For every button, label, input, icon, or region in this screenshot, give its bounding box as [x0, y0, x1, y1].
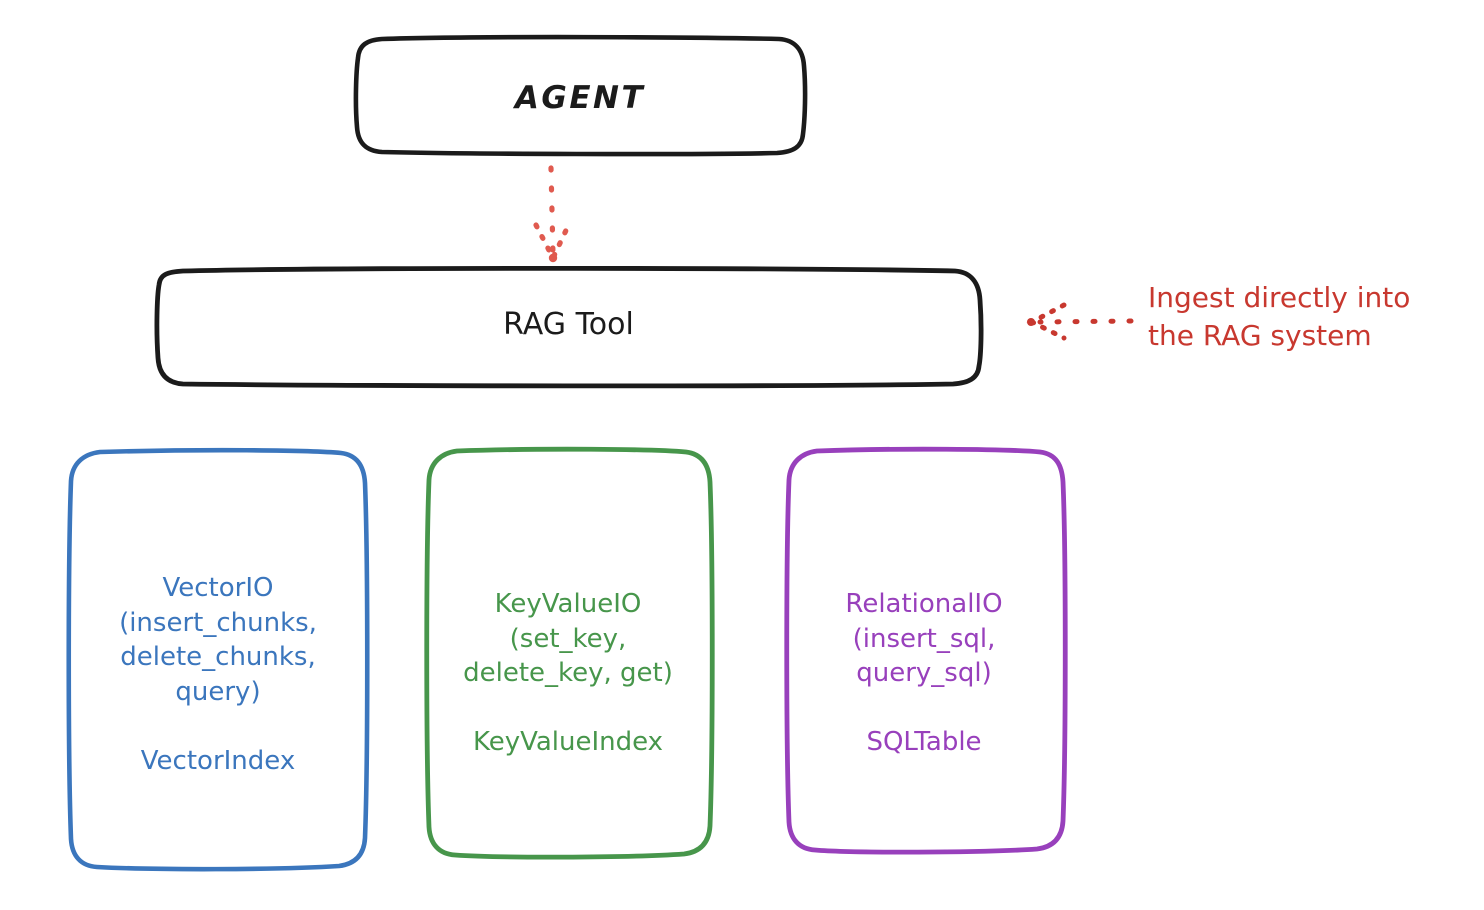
relational-io-label-group: RelationalIO (insert_sql, query_sql) SQL…	[784, 552, 1064, 795]
connector-line	[548, 165, 556, 258]
relational-io-node[interactable]	[784, 446, 1068, 855]
key-value-io-label-group: KeyValueIO (set_key, delete_key, get) Ke…	[424, 552, 712, 795]
vector-io-label: VectorIO (insert_chunks, delete_chunks, …	[119, 572, 317, 708]
agent-to-rag-tool-connector	[533, 165, 572, 264]
agent-node[interactable]	[353, 34, 808, 157]
ingest-annotation-label: Ingest directly into the RAG system	[1148, 281, 1411, 353]
key-value-io-node[interactable]	[424, 446, 715, 860]
relational-io-box-outline	[784, 446, 1068, 855]
vector-io-box-outline	[66, 447, 370, 872]
vector-io-label-group: VectorIO (insert_chunks, delete_chunks, …	[70, 536, 366, 814]
rag-tool-box-outline	[154, 265, 984, 389]
vector-io-node[interactable]	[66, 447, 370, 872]
vector-io-sublabel: VectorIndex	[140, 746, 296, 777]
ingest-annotation-connector	[1026, 302, 1134, 341]
key-value-io-sublabel: KeyValueIndex	[472, 727, 664, 758]
agent-box-outline	[353, 34, 808, 157]
key-value-io-box-outline	[424, 446, 715, 860]
relational-io-sublabel: SQLTable	[866, 727, 982, 758]
connector-arrow-tip	[548, 253, 558, 263]
annotation-arrow-tip	[1027, 318, 1035, 326]
rag-tool-node[interactable]	[154, 265, 984, 389]
key-value-io-label: KeyValueIO (set_key, delete_key, get)	[463, 588, 673, 689]
annotation-line	[1037, 318, 1134, 325]
relational-io-label: RelationalIO (insert_sql, query_sql)	[845, 588, 1003, 689]
